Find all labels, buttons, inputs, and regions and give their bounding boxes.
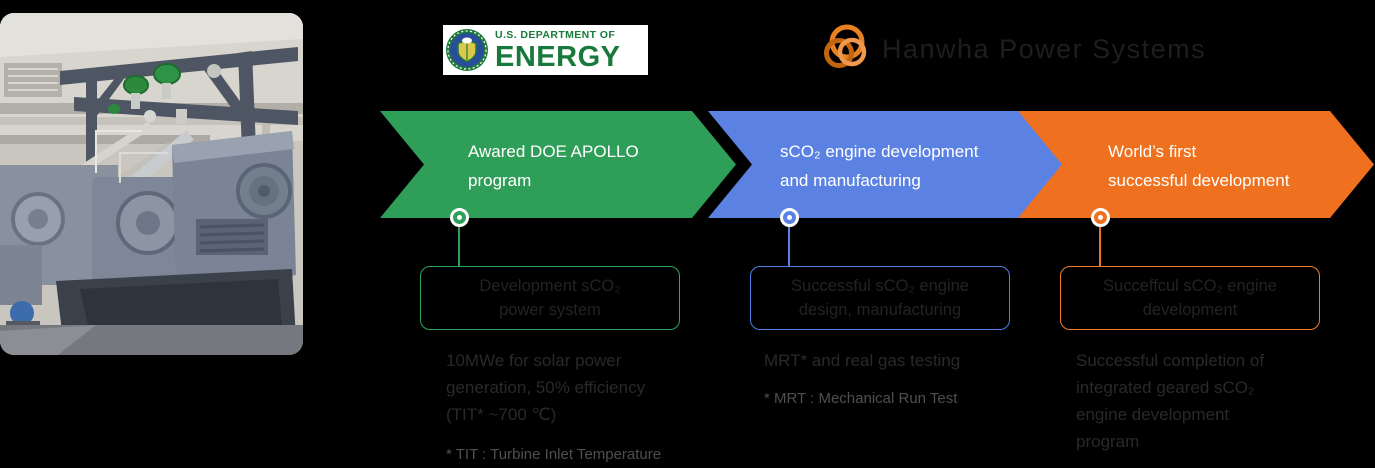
connector-dot-stage1 [450, 208, 469, 227]
stage1-box-line2: power system [499, 301, 601, 319]
stage2-desc-line1: MRT* and real gas testing [764, 351, 961, 370]
connector-line-stage3 [1099, 227, 1101, 266]
connector-line-stage1 [458, 227, 460, 266]
stage2-arrow-line1: sCO₂ engine development [780, 142, 979, 161]
facility-photo [0, 13, 303, 355]
doe-department-text: U.S. DEPARTMENT OF [495, 28, 616, 41]
doe-energy-text: ENERGY [495, 40, 621, 73]
connector-line-stage2 [788, 227, 790, 266]
stage1-desc-line2: generation, 50% efficiency [446, 378, 646, 397]
stage3-box-line2: development [1142, 301, 1238, 319]
result-box-stage2: Successful sCO₂ engine design, manufactu… [750, 266, 1010, 330]
stage1-arrow-line1: Awared DOE APOLLO [468, 142, 639, 161]
stage1-description: 10MWe for solar power generation, 50% ef… [446, 347, 645, 428]
stage2-box-line1: Successful sCO₂ engine [791, 277, 969, 295]
stage2-arrow-label: sCO₂ engine development and manufacturin… [780, 137, 978, 195]
stage3-arrow-line2: successful development [1108, 171, 1290, 190]
stage2-arrow-line2: and manufacturing [780, 171, 921, 190]
stage1-desc-line1: 10MWe for solar power [446, 351, 622, 370]
stage3-arrow-line1: World’s first [1108, 142, 1197, 161]
stage3-desc-line1: Successful completion of [1076, 351, 1265, 370]
connector-dot-stage3 [1091, 208, 1110, 227]
hanwha-logo: Hanwha Power Systems [819, 22, 1206, 76]
stage3-desc-line2: integrated geared sCO₂ [1076, 378, 1255, 397]
doe-seal-icon [446, 29, 488, 71]
stage3-arrow-label: World’s first successful development [1108, 137, 1289, 195]
stage1-arrow-label: Awared DOE APOLLO program [468, 137, 639, 195]
timeline-arrow-stage1: Awared DOE APOLLO program [380, 111, 736, 218]
stage3-description: Successful completion of integrated gear… [1076, 347, 1264, 455]
hanwha-rings-icon [824, 24, 867, 68]
stage3-desc-line4: program [1076, 432, 1140, 451]
stage1-desc-line3: (TIT* ~700 ℃) [446, 405, 557, 424]
stage2-description: MRT* and real gas testing [764, 347, 960, 374]
doe-energy-logo: U.S. DEPARTMENT OF ENERGY [443, 25, 648, 75]
stage2-footnote: * MRT : Mechanical Run Test [764, 390, 958, 407]
stage3-box-line1: Succeffcul sCO₂ engine [1103, 277, 1277, 295]
stage2-box-line2: design, manufacturing [798, 301, 962, 319]
timeline-arrow-stage2: sCO₂ engine development and manufacturin… [708, 111, 1064, 218]
stage1-footnote: * TIT : Turbine Inlet Temperature [446, 446, 662, 463]
connector-dot-stage2 [780, 208, 799, 227]
result-box-stage3: Succeffcul sCO₂ engine development [1060, 266, 1320, 330]
timeline-arrow-stage3: World’s first successful development [1018, 111, 1374, 218]
hanwha-logo-text: Hanwha Power Systems [882, 33, 1207, 64]
facility-photo-illustration [0, 13, 303, 355]
stage3-desc-line3: engine development [1076, 405, 1230, 424]
stage1-arrow-line2: program [468, 171, 532, 190]
stage1-box-line1: Development sCO₂ [479, 277, 621, 295]
result-box-stage1: Development sCO₂ power system [420, 266, 680, 330]
